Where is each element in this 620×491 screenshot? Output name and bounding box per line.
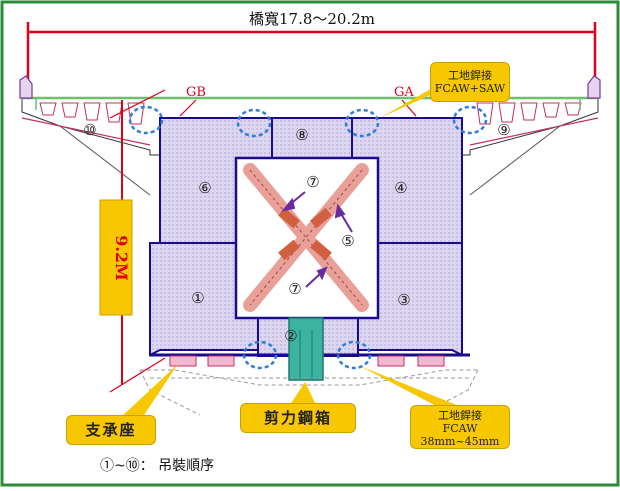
- shear-steel-box: [288, 317, 324, 381]
- left-web-line: [59, 125, 151, 196]
- right-parapet-icon: [587, 75, 601, 99]
- segment-label-4: ④: [394, 179, 407, 197]
- arrow-head-icon: [281, 197, 296, 212]
- shear-box-label: 剪力鋼箱: [263, 409, 332, 427]
- segment-label-7a: ⑦: [306, 173, 319, 191]
- gb-label: GB: [186, 85, 206, 100]
- weld-bottom-line3: 38mm~45mm: [420, 435, 500, 448]
- assembly-arrows: [281, 191, 353, 288]
- arrow-head-icon: [334, 203, 346, 219]
- arrow-head-icon: [316, 266, 328, 281]
- weld-circles: [128, 105, 488, 370]
- weld-bottom-line1: 工地銲接: [438, 409, 482, 422]
- segment-label-9: ⑨: [497, 121, 510, 139]
- ga-label: GA: [394, 85, 414, 100]
- height-label: 9.2M: [112, 235, 131, 281]
- segment-label-6: ⑥: [198, 179, 211, 197]
- segment-label-1: ①: [191, 289, 204, 307]
- right-web-line: [469, 125, 561, 196]
- cross-bracing: [243, 163, 369, 312]
- ga-leader: [401, 99, 417, 117]
- weld-callout-bottom: 工地銲接 FCAW 38mm~45mm: [410, 405, 510, 449]
- left-parapet-icon: [19, 75, 33, 99]
- weld-bottom-line2: FCAW: [442, 422, 478, 435]
- width-dimension: 橋寬17.8～20.2m: [26, 10, 597, 88]
- segment-label-7b: ⑦: [288, 280, 301, 298]
- bearing-label: 支承座: [85, 421, 137, 439]
- segment-label-2: ②: [284, 327, 297, 345]
- weld-callout-top: 工地銲接 FCAW+SAW: [430, 62, 510, 102]
- bearings: [169, 355, 445, 367]
- segment-label-3: ③: [397, 291, 410, 309]
- weld-top-line2: FCAW+SAW: [434, 82, 506, 95]
- weld-top-line1: 工地銲接: [448, 69, 492, 82]
- erection-sequence-caption: ①~⑩： 吊裝順序: [100, 458, 215, 474]
- height-dimension: 9.2M: [99, 89, 166, 393]
- segment-label-5: ⑤: [341, 232, 354, 250]
- gb-leader: [179, 99, 197, 117]
- segment-8: [271, 117, 353, 159]
- segment-label-8: ⑧: [295, 126, 308, 144]
- shear-box-callout: 剪力鋼箱: [240, 403, 356, 433]
- bearing-callout: 支承座: [66, 415, 156, 445]
- segment-label-10: ⑩: [83, 121, 96, 139]
- bridge-width-title: 橋寬17.8～20.2m: [249, 10, 375, 28]
